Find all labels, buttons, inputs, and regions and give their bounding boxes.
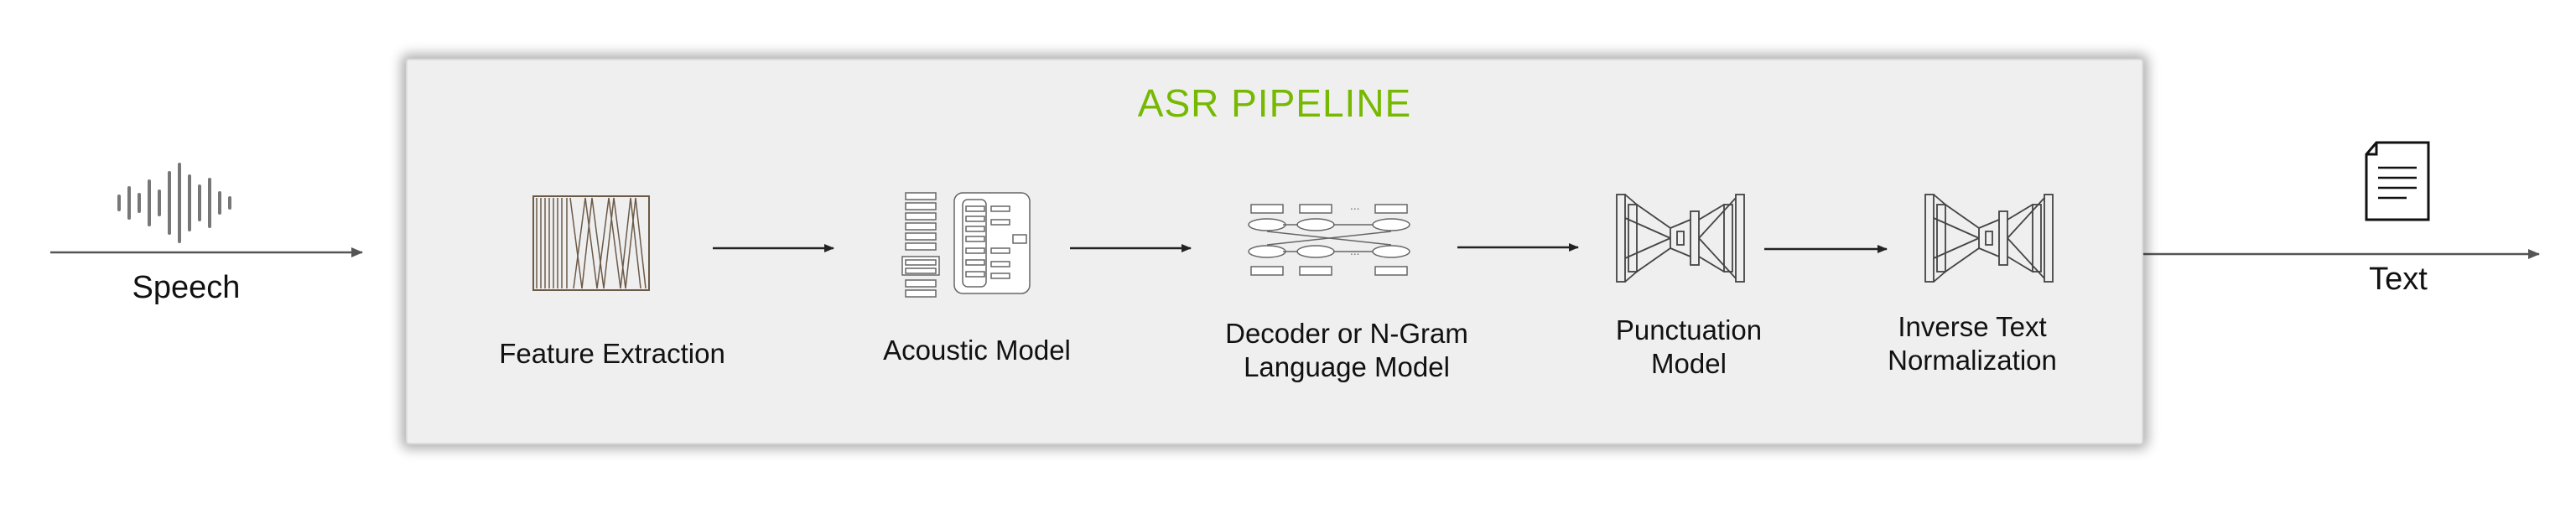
step-label-line: Inverse Text: [1898, 311, 2047, 342]
step-label-inverse-text-normalization: Inverse Text Normalization: [1796, 310, 2148, 377]
document-icon: [2365, 141, 2430, 221]
encoder-decoder-network-icon: [1924, 194, 2054, 283]
svg-text:...: ...: [1350, 246, 1359, 257]
step-label-line: Punctuation: [1615, 314, 1763, 345]
encoder-decoder-network-icon: [1616, 194, 1745, 283]
spectrogram-icon: [532, 195, 650, 291]
step-label-line: Normalization: [1888, 345, 2057, 376]
step-label-feature-extraction: Feature Extraction: [499, 338, 725, 369]
speech-label: Speech: [132, 270, 241, 305]
step-label-punctuation-model: Punctuation Model: [1513, 314, 1865, 381]
decoder-graph-icon: ... ...: [1248, 200, 1410, 276]
step-label-line: Decoder or N-Gram: [1225, 318, 1468, 349]
waveform-icon: [117, 163, 231, 243]
acoustic-model-diagram-icon: [901, 192, 1031, 298]
step-label-line: Language Model: [1244, 351, 1450, 382]
text-label: Text: [2369, 262, 2428, 297]
step-label-decoder: Decoder or N-Gram Language Model: [1171, 317, 1523, 384]
step-label-line: Model: [1651, 348, 1727, 379]
svg-text:...: ...: [1350, 200, 1359, 212]
pipeline-title: ASR PIPELINE: [1137, 81, 1412, 125]
step-label-acoustic-model: Acoustic Model: [883, 335, 1071, 366]
